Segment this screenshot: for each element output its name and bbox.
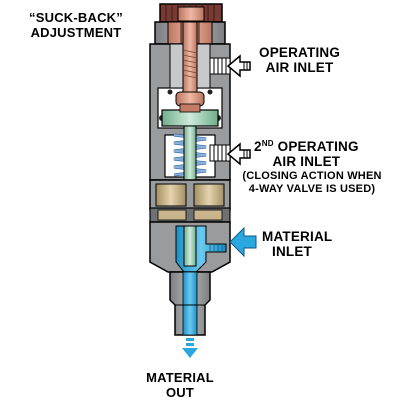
seal-section [149, 179, 231, 223]
operating-air-inlet-label: OPERATING AIR INLET [259, 45, 340, 75]
material-arrow-icon [229, 226, 257, 258]
suck-back-label: “SUCK-BACK” ADJUSTMENT [6, 10, 146, 40]
out-arrow-icon [182, 338, 198, 358]
material-out-line-2: OUT [165, 385, 195, 400]
closing-action-note: (CLOSING ACTION WHEN 4-WAY VALVE IS USED… [232, 170, 392, 196]
adjustment-rod [175, 21, 205, 107]
closing-note-line-1: (CLOSING ACTION WHEN [242, 170, 382, 182]
second-air-superscript: ND [261, 139, 274, 148]
operating-air-line-2: AIR INLET [265, 60, 334, 75]
adjustment-knob [159, 3, 223, 23]
air-arrow-icon [226, 54, 251, 78]
material-inlet-label: MATERIAL INLET [262, 229, 332, 259]
second-operating-air-inlet-label: 2ND OPERATING AIR INLET [254, 136, 359, 169]
operating-air-line-1: OPERATING [259, 45, 341, 60]
material-inlet-line-1: MATERIAL [262, 229, 333, 244]
material-inlet-line-2: INLET [272, 244, 312, 259]
material-out-line-1: MATERIAL [146, 370, 214, 385]
closing-note-line-2: 4-WAY VALVE IS USED) [248, 183, 376, 195]
material-out-label: MATERIAL OUT [140, 370, 220, 400]
material-body [149, 221, 231, 273]
second-air-prefix: 2 [254, 139, 262, 154]
suck-back-line-1: “SUCK-BACK” [29, 10, 123, 25]
second-air-line-2: AIR INLET [272, 154, 341, 169]
nozzle [169, 271, 211, 336]
suck-back-line-2: ADJUSTMENT [30, 25, 122, 40]
air-arrow-icon [226, 142, 251, 166]
second-air-line-1: 2ND OPERATING [254, 136, 359, 154]
second-air-rest: OPERATING [273, 139, 359, 154]
